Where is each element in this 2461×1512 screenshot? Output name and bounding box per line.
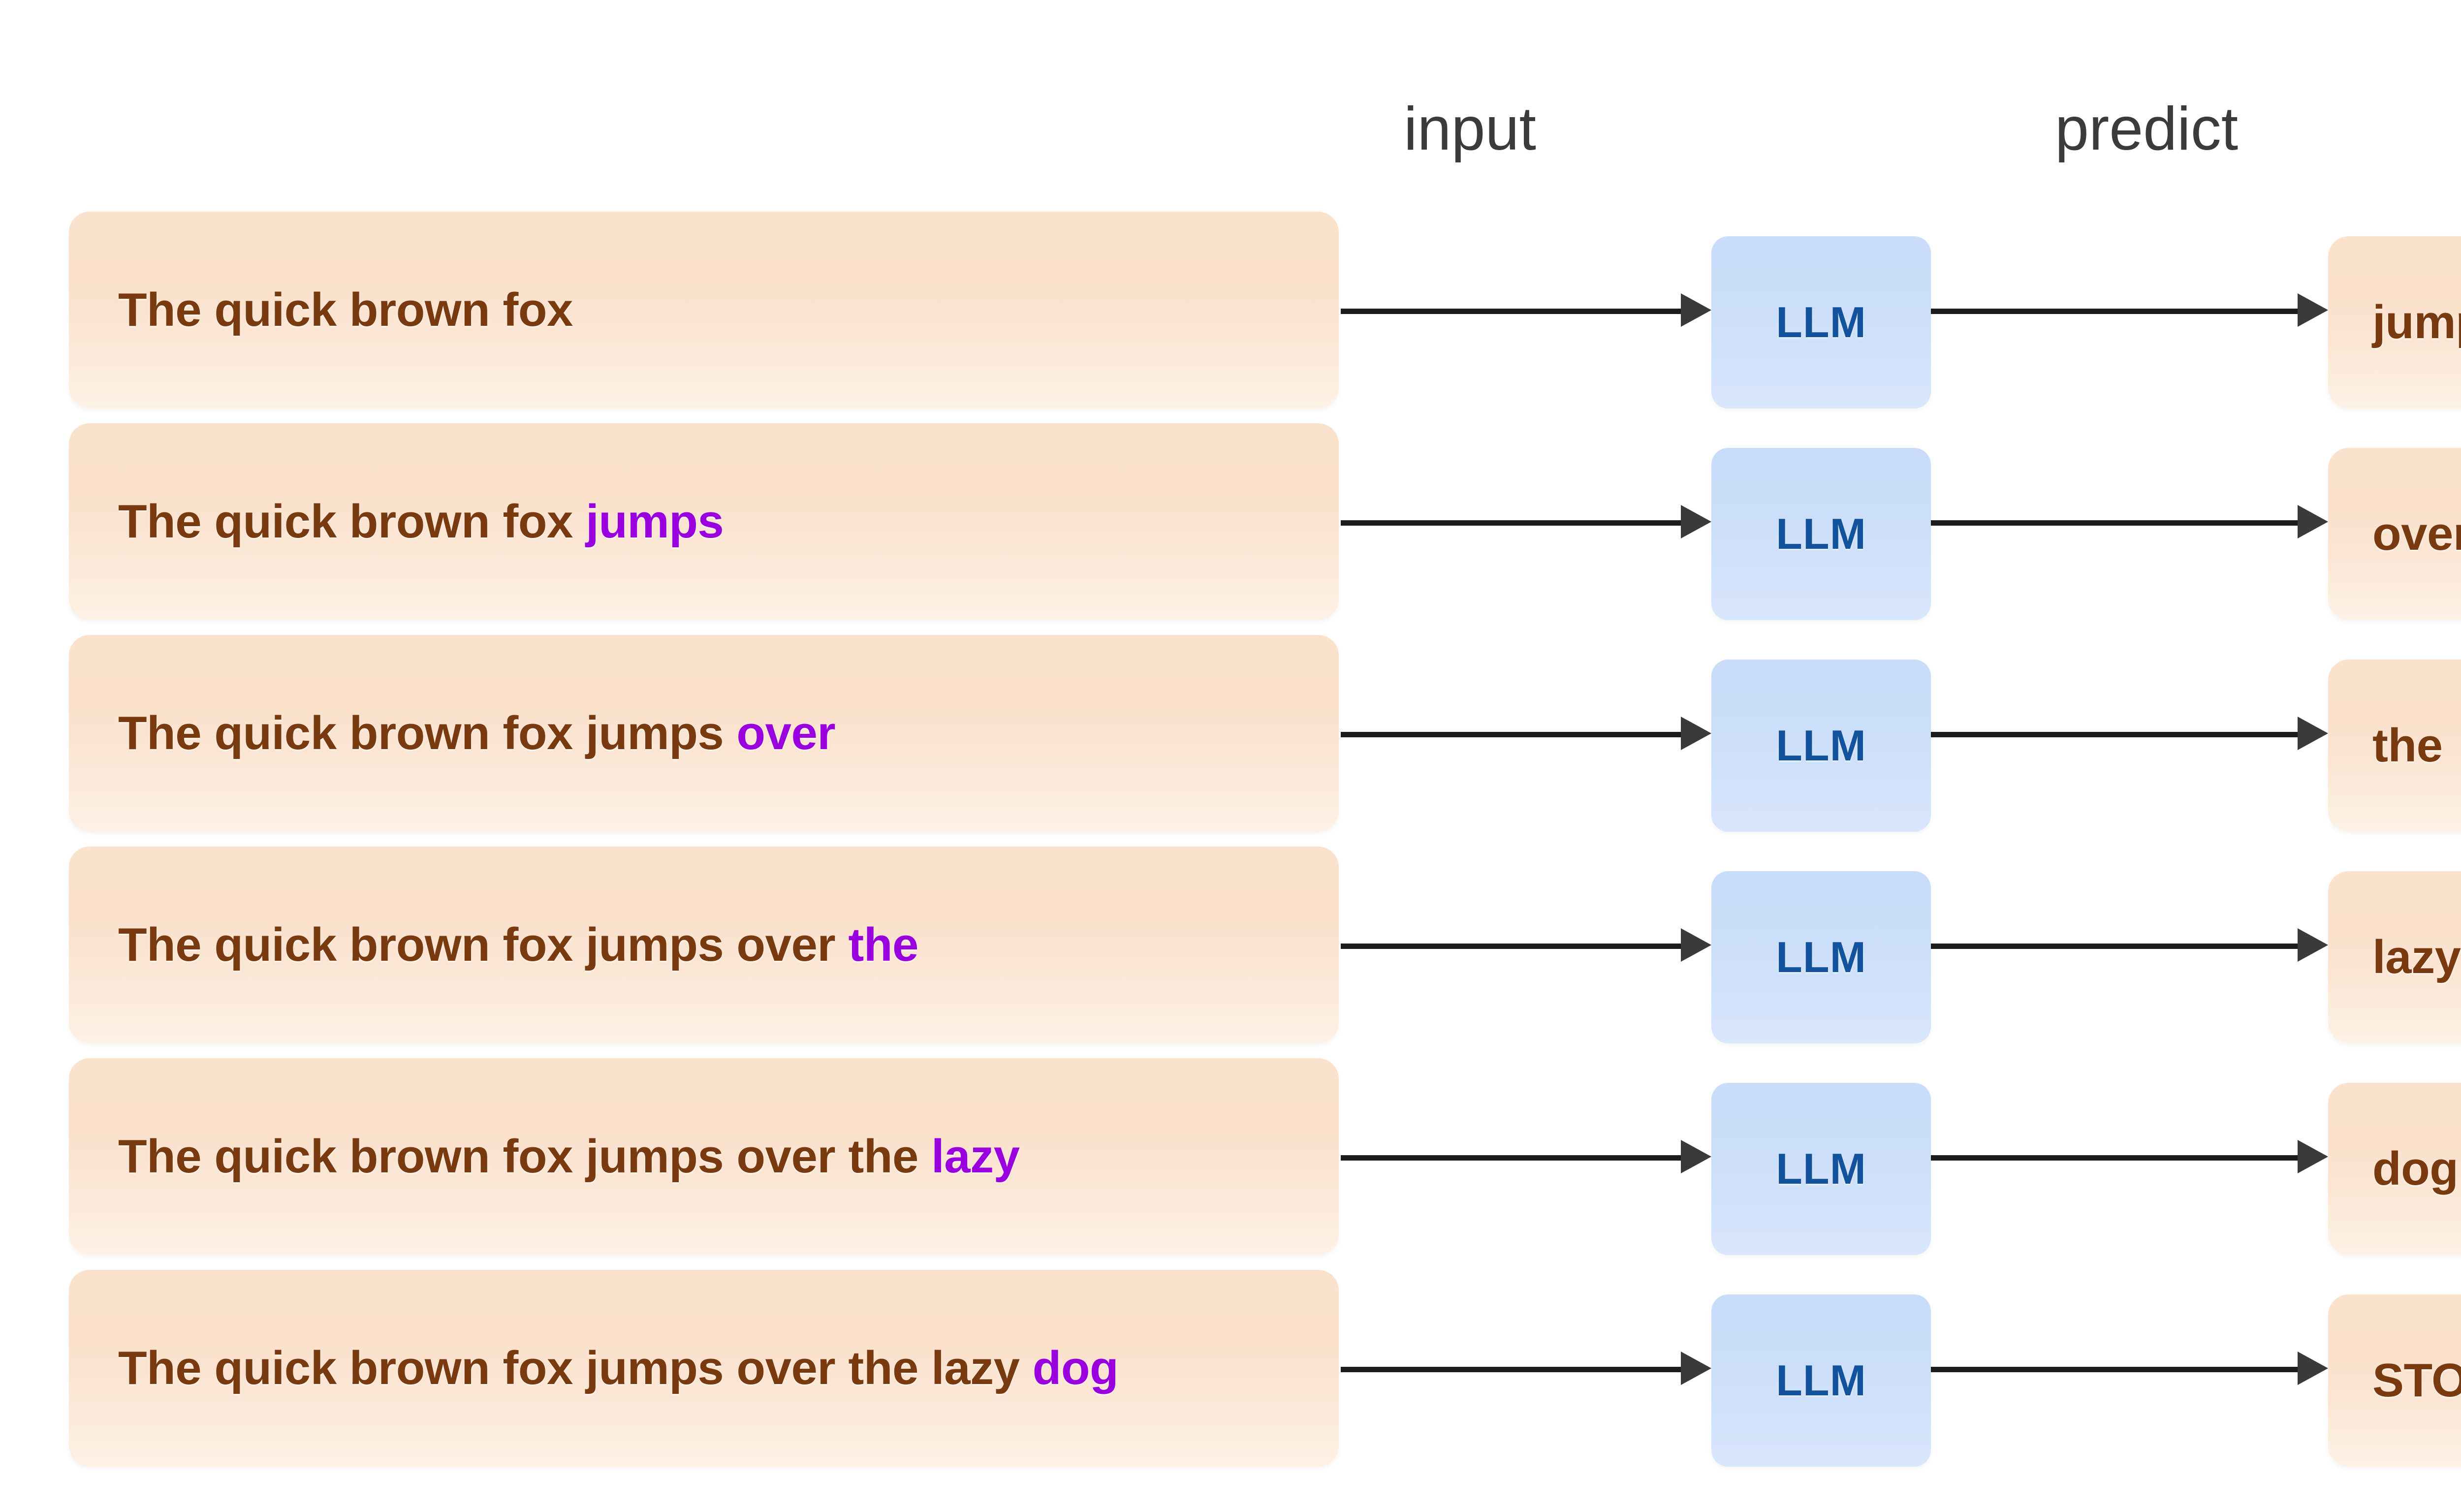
predicted-token-box[interactable]: dog	[2328, 1083, 2461, 1255]
arrow-llm-to-predict-icon	[1931, 1352, 2328, 1385]
llm-label: LLM	[1776, 1144, 1866, 1193]
input-prompt-text: The quick brown fox jumps over the lazy …	[69, 1341, 1119, 1395]
arrow-input-to-llm-icon	[1341, 717, 1711, 750]
arrow-llm-to-predict-icon	[1931, 717, 2328, 750]
input-new-token: the	[848, 918, 918, 971]
input-prompt-text: The quick brown fox	[69, 283, 573, 337]
llm-box[interactable]: LLM	[1711, 1294, 1931, 1467]
predicted-token-box[interactable]: lazy	[2328, 871, 2461, 1043]
input-prompt-prefix: The quick brown fox jumps over the	[118, 1130, 932, 1183]
input-prompt-box[interactable]: The quick brown fox jumps	[69, 423, 1339, 620]
input-prompt-prefix: The quick brown fox jumps over the lazy	[118, 1342, 1033, 1394]
arrow-input-to-llm-icon	[1341, 293, 1711, 327]
input-new-token: dog	[1032, 1342, 1119, 1394]
predicted-token-text: STOP$	[2372, 1354, 2461, 1407]
input-prompt-prefix: The quick brown fox	[118, 495, 586, 548]
llm-box[interactable]: LLM	[1711, 448, 1931, 620]
llm-label: LLM	[1776, 1356, 1866, 1405]
input-new-token: jumps	[586, 495, 724, 548]
llm-box[interactable]: LLM	[1711, 236, 1931, 409]
input-prompt-text: The quick brown fox jumps over the	[69, 918, 918, 972]
predicted-token-box[interactable]: the	[2328, 660, 2461, 832]
arrow-llm-to-predict-icon	[1931, 293, 2328, 327]
llm-box[interactable]: LLM	[1711, 1083, 1931, 1255]
input-new-token: lazy	[931, 1130, 1020, 1183]
llm-label: LLM	[1776, 509, 1866, 558]
generation-step-row: The quick brown fox LLM jumps	[0, 212, 2461, 409]
llm-label: LLM	[1776, 721, 1866, 770]
predicted-token-text: jumps	[2372, 296, 2461, 348]
column-header-predict: predict	[2055, 95, 2239, 163]
arrow-llm-to-predict-icon	[1931, 928, 2328, 962]
generation-step-row: The quick brown fox jumps over the lazy …	[0, 1058, 2461, 1255]
predicted-token-box[interactable]: jumps	[2328, 236, 2461, 409]
input-prompt-text: The quick brown fox jumps over	[69, 706, 836, 760]
predicted-token-text: lazy	[2372, 931, 2461, 983]
predicted-token-text: over	[2372, 507, 2461, 560]
predicted-token-text: the	[2372, 719, 2443, 772]
llm-box[interactable]: LLM	[1711, 871, 1931, 1043]
arrow-llm-to-predict-icon	[1931, 505, 2328, 538]
arrow-input-to-llm-icon	[1341, 505, 1711, 538]
arrow-llm-to-predict-icon	[1931, 1140, 2328, 1173]
predicted-token-box[interactable]: over	[2328, 448, 2461, 620]
generation-step-row: The quick brown fox jumps over the lazy …	[0, 1270, 2461, 1467]
predicted-token-box[interactable]: STOP$	[2328, 1294, 2461, 1467]
llm-label: LLM	[1776, 933, 1866, 981]
predicted-token-text: dog	[2372, 1142, 2459, 1195]
column-header-input: input	[1404, 95, 1536, 163]
input-prompt-box[interactable]: The quick brown fox jumps over	[69, 635, 1339, 832]
llm-box[interactable]: LLM	[1711, 660, 1931, 832]
arrow-input-to-llm-icon	[1341, 1352, 1711, 1385]
input-prompt-prefix: The quick brown fox	[118, 284, 573, 336]
input-prompt-box[interactable]: The quick brown fox	[69, 212, 1339, 409]
llm-label: LLM	[1776, 298, 1866, 346]
generation-step-row: The quick brown fox jumps over LLM the	[0, 635, 2461, 832]
generation-step-row: The quick brown fox jumps over the LLM l…	[0, 847, 2461, 1043]
input-prompt-text: The quick brown fox jumps over the lazy	[69, 1130, 1020, 1184]
generation-step-row: The quick brown fox jumps LLM over	[0, 423, 2461, 620]
input-new-token: over	[736, 707, 836, 759]
arrow-input-to-llm-icon	[1341, 928, 1711, 962]
input-prompt-box[interactable]: The quick brown fox jumps over the lazy …	[69, 1270, 1339, 1467]
input-prompt-prefix: The quick brown fox jumps	[118, 707, 737, 759]
input-prompt-text: The quick brown fox jumps	[69, 495, 724, 549]
input-prompt-prefix: The quick brown fox jumps over	[118, 918, 849, 971]
arrow-input-to-llm-icon	[1341, 1140, 1711, 1173]
input-prompt-box[interactable]: The quick brown fox jumps over the lazy	[69, 1058, 1339, 1255]
input-prompt-box[interactable]: The quick brown fox jumps over the	[69, 847, 1339, 1043]
